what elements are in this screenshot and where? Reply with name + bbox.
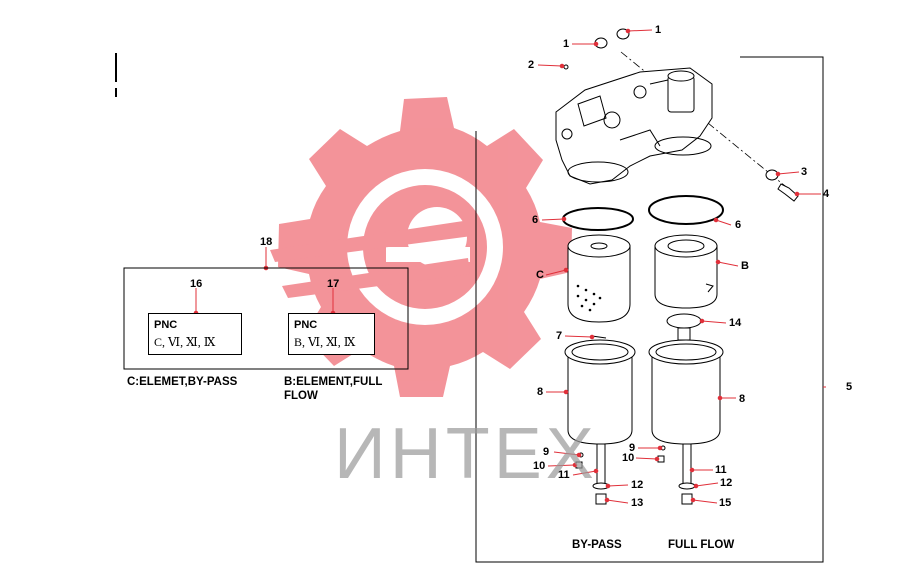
pnc-title: PNC: [154, 319, 178, 331]
pnc-value: C, Ⅵ, Ⅺ, Ⅸ: [154, 335, 216, 349]
callout-15: 15: [719, 497, 732, 509]
callout-9-right: 9: [629, 442, 636, 454]
filter-head: [555, 67, 713, 185]
valve-14: [666, 313, 702, 341]
callout-10-left: 10: [533, 460, 546, 472]
callout-18: 18: [260, 236, 273, 248]
oring-6-left: [562, 207, 634, 231]
callout-1a: 1: [563, 38, 570, 50]
callout-5: 5: [846, 381, 853, 393]
callout-13: 13: [631, 497, 644, 509]
callout-17: 17: [327, 278, 340, 290]
callout-2: 2: [528, 59, 535, 71]
callout-8-right: 8: [739, 393, 746, 405]
callout-9-left: 9: [543, 446, 550, 458]
callout-b: B: [741, 260, 749, 272]
callout-14: 14: [729, 317, 742, 329]
callout-6-left: 6: [532, 214, 539, 226]
housing-8-left: [564, 339, 636, 445]
pnc-box-16: PNC C, Ⅵ, Ⅺ, Ⅸ: [148, 313, 242, 355]
caption-bypass-element: C:ELEMET,BY-PASS: [127, 376, 238, 388]
callout-6-right: 6: [735, 219, 742, 231]
callout-3: 3: [801, 166, 808, 178]
callout-11-left: 11: [558, 469, 570, 481]
callout-7: 7: [556, 330, 563, 342]
oring-6-right: [648, 195, 724, 225]
callout-c: C: [536, 269, 544, 281]
callout-16: 16: [190, 278, 203, 290]
callout-11-right: 11: [715, 464, 727, 476]
caption-fullflow: FULL FLOW: [668, 539, 735, 551]
caption-bypass: BY-PASS: [572, 539, 622, 551]
housing-8-right: [648, 339, 724, 445]
watermark-text: ИНТЕХ: [334, 414, 598, 494]
group-box-18: [123, 267, 409, 370]
callout-12-left: 12: [631, 479, 644, 491]
caption-fullflow-element: B:ELEMENT,FULL FLOW: [284, 376, 383, 402]
callout-10-right: 10: [622, 452, 635, 464]
pnc-value: B, Ⅵ, Ⅺ, Ⅸ: [294, 335, 356, 349]
pnc-title: PNC: [294, 319, 318, 331]
callout-12-right: 12: [720, 477, 733, 489]
bolt-4: [777, 183, 799, 202]
callout-1b: 1: [655, 24, 662, 36]
ball-2: [563, 64, 569, 70]
assembly-frame: [475, 56, 824, 563]
callout-8-left: 8: [537, 386, 544, 398]
callout-4: 4: [823, 188, 830, 200]
element-c: [567, 234, 631, 323]
bolt-assembly-right: [678, 443, 696, 505]
element-b: [654, 234, 718, 309]
pnc-box-17: PNC B, Ⅵ, Ⅺ, Ⅸ: [288, 313, 375, 355]
